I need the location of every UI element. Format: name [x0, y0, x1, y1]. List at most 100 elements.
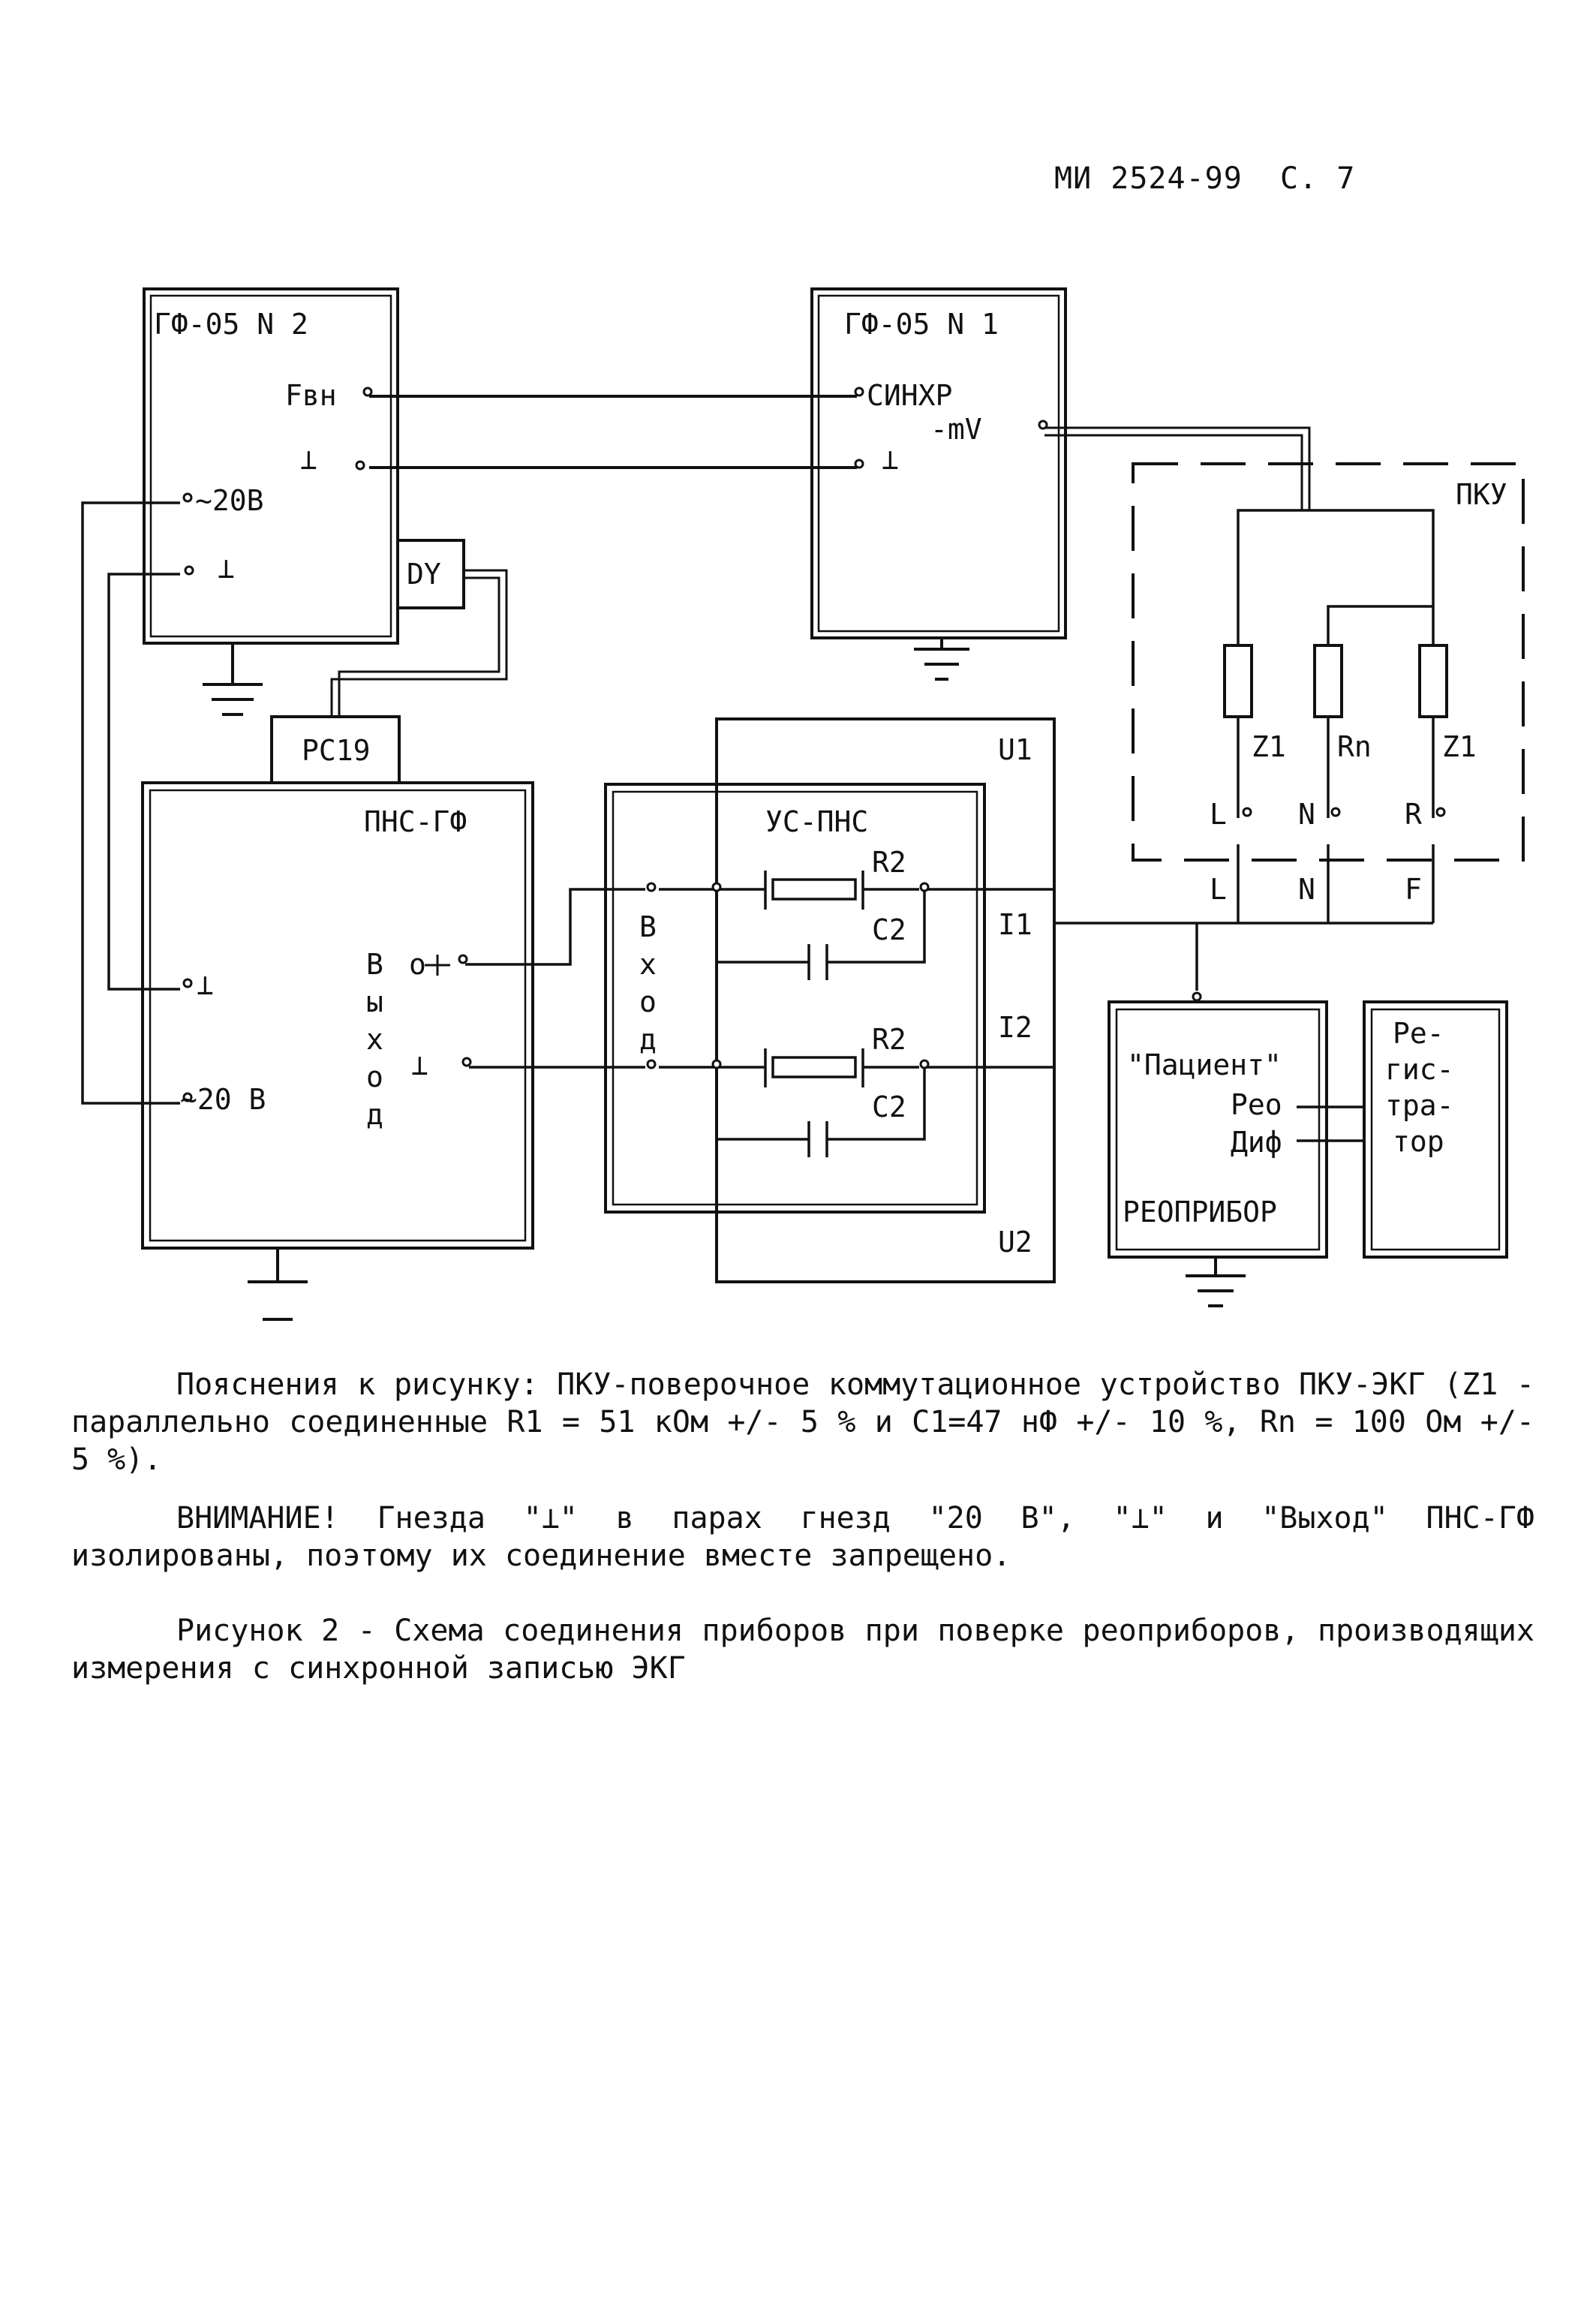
terminal-pku-l — [1242, 807, 1252, 817]
pku-n-label: N — [1298, 798, 1315, 831]
terminal-fbn — [362, 387, 373, 397]
pns-out-letter: ы — [366, 985, 383, 1018]
gf1-title: ГФ-05 N 1 — [844, 308, 999, 341]
u1-label: U1 — [998, 733, 1032, 766]
v20-wire — [81, 501, 180, 1105]
gf2-v20-label: ~20В — [195, 484, 264, 517]
us-title: УС-ПНС — [765, 805, 868, 838]
reopribor-block — [1108, 1000, 1328, 1259]
registrator-line: Ре- — [1393, 1017, 1444, 1050]
terminal-gnd — [182, 978, 193, 988]
c2-upper-label: C2 — [872, 913, 906, 946]
us-in-letter: х — [639, 948, 657, 981]
gf2-fbn-label: Fвн — [285, 379, 337, 412]
dy-pc19-wire — [330, 569, 508, 717]
terminal-gnd — [854, 459, 864, 469]
z1-right-label: Z1 — [1442, 730, 1477, 763]
us-in-letter: В — [639, 910, 657, 943]
r2-upper-label: R2 — [872, 846, 906, 879]
pku-title: ПКУ — [1456, 478, 1507, 511]
terminal-gnd — [355, 460, 365, 471]
pns-gnd-label: ⊥ — [197, 968, 214, 1001]
gf2-gnd2-label: ⊥ — [218, 552, 235, 585]
page-number: С. 7 — [1280, 161, 1356, 196]
patient-label: "Пациент" — [1127, 1048, 1282, 1081]
mv-wire — [1044, 426, 1311, 510]
registrator-line: тор — [1393, 1125, 1444, 1158]
rn-resistor — [1313, 644, 1343, 718]
figure-caption: Рисунок 2 - Схема соединения приборов пр… — [71, 1614, 1534, 1686]
signal-wire — [465, 888, 645, 966]
terminal-pku-r — [1435, 807, 1446, 817]
reo-label: Рео — [1231, 1088, 1282, 1121]
pns-out-signal-label: о — [409, 948, 426, 981]
gf2-title: ГФ-05 N 2 — [154, 308, 308, 341]
pns-out-letter: х — [366, 1023, 383, 1056]
connection-diagram: ГФ-05 N 2 Fвн ⊥ ~20В ⊥ ГФ-05 N 1 СИНХР -… — [81, 287, 1525, 1321]
terminal-output — [919, 1059, 930, 1069]
u2-label: U2 — [998, 1226, 1032, 1259]
dif-label: Диф — [1231, 1126, 1282, 1159]
terminal-output-gnd — [461, 1057, 472, 1067]
z1-left-resistor — [1223, 644, 1253, 718]
terminal-gnd — [184, 565, 194, 576]
pns-title: ПНС-ГФ — [364, 805, 467, 838]
i2-label: I2 — [998, 1011, 1032, 1044]
pc19-label: PC19 — [302, 734, 371, 767]
i1-label: I1 — [998, 908, 1032, 941]
c2-lower-label: C2 — [872, 1090, 906, 1123]
terminal-output — [919, 882, 930, 892]
pku-internal-wiring — [1237, 509, 1435, 645]
gf1-gnd-label: ⊥ — [882, 443, 899, 476]
dy-label: DY — [407, 558, 441, 591]
pku-l-label: L — [1210, 798, 1227, 831]
ground-icon — [914, 638, 969, 681]
gnd-loop-wire — [107, 573, 180, 991]
gf2-gnd-label: ⊥ — [300, 443, 317, 476]
terminal-output — [458, 954, 468, 964]
ground-icon — [203, 643, 263, 716]
page-header: МИ 2524-99 С. 7 — [1054, 161, 1355, 196]
terminal-v20 — [182, 1092, 193, 1102]
rn-label: Rn — [1337, 730, 1372, 763]
lower-rc-circuit — [659, 1048, 1054, 1157]
terminal-patient — [1192, 991, 1202, 1002]
figure-explanation: Пояснения к рисунку: ПКУ-поверочное комм… — [71, 1367, 1534, 1477]
us-pns-block — [604, 783, 986, 1214]
terminal-input — [646, 882, 657, 892]
registrator-line: тра- — [1385, 1089, 1454, 1122]
gf05-n1-block — [810, 287, 1067, 639]
lead-f-label: F — [1405, 873, 1422, 906]
dy-block — [396, 539, 465, 609]
gf1-mv-label: -mV — [930, 413, 982, 446]
us-in-letter: о — [639, 985, 657, 1018]
pns-out-gnd-label: ⊥ — [411, 1048, 428, 1081]
pns-v20-label: ~20 В — [180, 1083, 266, 1116]
ground-icon — [1186, 1257, 1246, 1307]
registrator-line: гис- — [1385, 1053, 1454, 1086]
pns-out-signal-mark — [425, 955, 450, 976]
z1-right-resistor — [1418, 644, 1448, 718]
warning-note: ВНИМАНИЕ! Гнезда "⊥" в парах гнезд "20 В… — [71, 1501, 1534, 1573]
terminal-sync — [854, 387, 864, 397]
u-frame — [715, 717, 1056, 1283]
pku-r-label: R — [1405, 798, 1422, 831]
pns-out-letter: В — [366, 948, 383, 981]
upper-rc-circuit — [659, 871, 1054, 980]
reopribor-title: РЕОПРИБОР — [1123, 1196, 1277, 1229]
terminal-v20 — [182, 492, 193, 503]
terminal-input — [646, 1059, 657, 1069]
terminal-mv — [1038, 420, 1048, 430]
lead-n-label: N — [1298, 873, 1315, 906]
ground-icon — [248, 1248, 308, 1321]
pns-gf-block — [141, 781, 534, 1250]
us-in-letter: д — [639, 1023, 657, 1056]
lead-l-label: L — [1210, 873, 1227, 906]
z1-left-label: Z1 — [1252, 730, 1286, 763]
pku-leads — [1237, 717, 1435, 818]
registrator-block — [1363, 1000, 1508, 1259]
pku-output-leads — [1054, 844, 1435, 925]
r2-lower-label: R2 — [872, 1023, 906, 1056]
document-number: МИ 2524-99 — [1054, 161, 1243, 196]
terminal-input — [711, 1059, 722, 1069]
